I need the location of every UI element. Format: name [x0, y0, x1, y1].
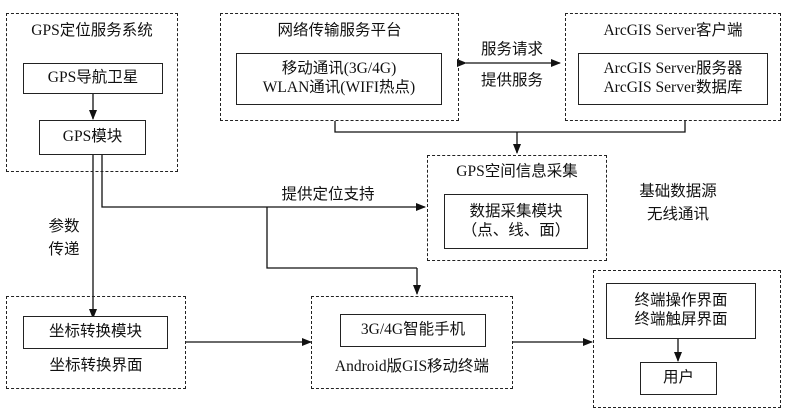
coordinate-interface-label: 坐标转换界面 [49, 357, 143, 374]
provide-service-label: 提供服务 [480, 72, 543, 89]
terminal-touch-label: 终端触屏界面 [634, 311, 728, 328]
coordinate-module-label: 坐标转换模块 [48, 323, 142, 341]
coordinate-group [6, 296, 186, 389]
user-box: 用户 [640, 362, 717, 395]
terminal-ui-box: 终端操作界面 终端触屏界面 [606, 283, 756, 339]
gps-system-group [6, 13, 178, 172]
network-line-mobile: 移动通讯(3G/4G) [281, 60, 397, 78]
collection-module-box: 数据采集模块 （点、线、面） [444, 194, 588, 249]
gps-module-label: GPS模块 [62, 128, 123, 146]
network-channels-box: 移动通讯(3G/4G) WLAN通讯(WIFI热点) [236, 53, 442, 105]
arcgis-client-group [565, 13, 781, 121]
param-label-2: 传递 [48, 241, 80, 258]
gps-system-title: GPS定位服务系统 [31, 22, 153, 39]
arcgis-database-label: ArcGIS Server数据库 [603, 79, 743, 96]
collection-group [427, 155, 607, 261]
terminal-group [593, 270, 781, 408]
collection-module-label: 数据采集模块 [469, 202, 563, 220]
arrow-location-support [101, 155, 426, 211]
gps-satellite-box: GPS导航卫星 [23, 63, 163, 94]
arcgis-server-label: ArcGIS Server服务器 [603, 60, 743, 78]
param-label-1: 参数 [48, 218, 80, 235]
collection-title: GPS空间信息采集 [456, 163, 578, 180]
gps-module-box: GPS模块 [39, 120, 146, 155]
line-network-down [334, 121, 517, 133]
base-data-label: 基础数据源 [639, 183, 717, 200]
arcgis-client-title: ArcGIS Server客户端 [603, 22, 743, 39]
coordinate-module-box: 坐标转换模块 [23, 316, 168, 349]
network-platform-group [220, 13, 459, 121]
phone-module-box: 3G/4G智能手机 [340, 314, 486, 347]
service-request-label: 服务请求 [480, 41, 543, 58]
network-platform-title: 网络传输服务平台 [277, 22, 402, 39]
wireless-label: 无线通讯 [646, 206, 709, 223]
collection-geometry-label: （点、线、面） [461, 221, 571, 239]
network-line-wlan: WLAN通讯(WIFI热点) [262, 79, 416, 96]
gps-satellite-label: GPS导航卫星 [47, 69, 139, 87]
location-support-label: 提供定位支持 [281, 186, 375, 203]
android-terminal-label: Android版GIS移动终端 [334, 358, 490, 375]
terminal-operation-label: 终端操作界面 [634, 292, 728, 310]
line-branch-to-phone [266, 207, 417, 269]
phone-module-label: 3G/4G智能手机 [360, 321, 466, 339]
phone-group [311, 296, 513, 389]
user-label: 用户 [662, 369, 694, 387]
line-arcgis-down [517, 121, 686, 133]
arcgis-server-box: ArcGIS Server服务器 ArcGIS Server数据库 [578, 53, 768, 105]
